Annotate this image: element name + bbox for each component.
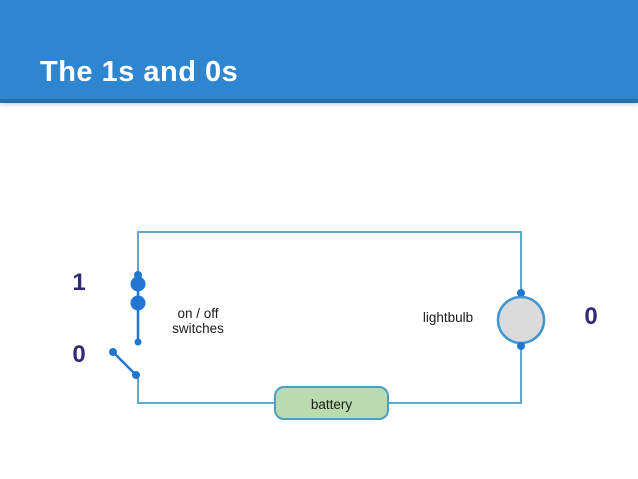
battery-caption: battery bbox=[310, 397, 353, 412]
lightbulb-caption: lightbulb bbox=[422, 310, 474, 325]
lightbulb-top-terminal bbox=[517, 289, 525, 297]
open-switch-free-contact bbox=[109, 348, 117, 356]
switches-caption: on / off switches bbox=[153, 306, 243, 336]
closed-switch bbox=[130, 271, 146, 346]
slide-title: The 1s and 0s bbox=[40, 56, 239, 88]
switches-caption-line1: on / off bbox=[177, 306, 219, 321]
battery-box bbox=[274, 386, 389, 420]
lightbulb-bottom-terminal bbox=[517, 342, 525, 350]
title-bar: The 1s and 0s bbox=[0, 0, 638, 103]
switches-caption-line2: switches bbox=[172, 321, 224, 336]
circuit-svg bbox=[109, 231, 546, 420]
open-switch bbox=[109, 348, 140, 379]
wire-top-loop bbox=[137, 231, 522, 294]
switch-off-value-label: 0 bbox=[72, 341, 86, 368]
open-switch-pivot bbox=[132, 371, 140, 379]
closed-switch-bottom-contact bbox=[134, 338, 142, 346]
lightbulb-circle bbox=[496, 295, 546, 345]
circuit-diagram: 1 0 on / off switches lightbulb 0 batter… bbox=[0, 103, 638, 479]
switch-on-value-label: 1 bbox=[72, 269, 86, 296]
lightbulb-value-label: 0 bbox=[584, 303, 598, 330]
lightbulb bbox=[496, 289, 546, 350]
closed-switch-knob-upper bbox=[130, 276, 146, 292]
closed-switch-knob-lower bbox=[130, 295, 146, 311]
open-switch-lever bbox=[112, 351, 137, 376]
